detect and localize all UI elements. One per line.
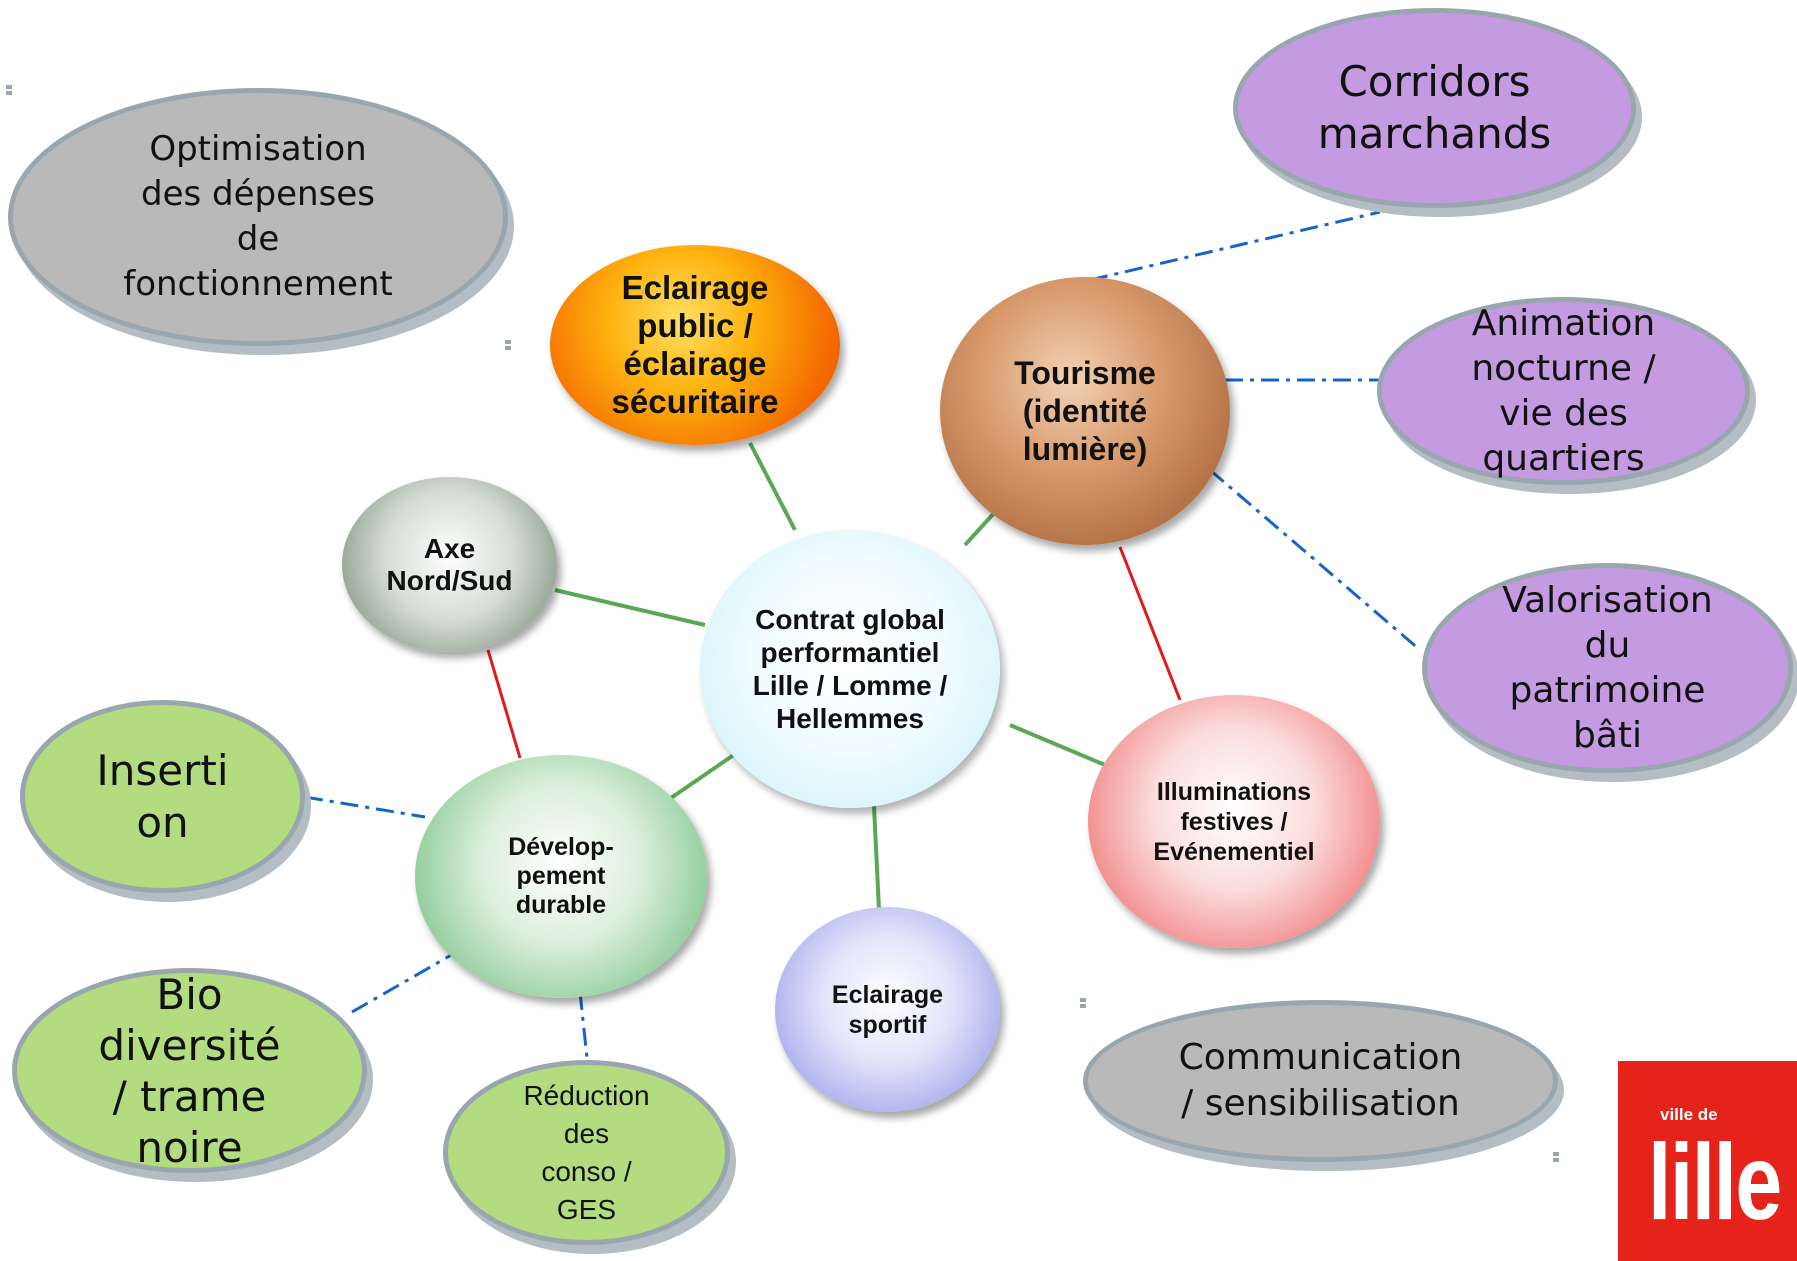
node-corridors: Corridors marchands [1233, 8, 1636, 208]
node-insertion: Inserti on [20, 700, 305, 893]
node-animation: Animation nocturne / vie des quartiers [1377, 297, 1750, 485]
node-communication: Communication / sensibilisation [1083, 1000, 1558, 1162]
node-animation-label: Animation nocturne / vie des quartiers [1471, 303, 1656, 479]
node-eclairage-public-label: Eclairage public / éclairage sécuritaire [611, 269, 779, 420]
node-optimisation: Optimisation des dépenses de fonctionnem… [8, 88, 508, 346]
node-corridors-label: Corridors marchands [1317, 57, 1552, 158]
decor-marker [505, 340, 511, 350]
link-center-axe [554, 588, 706, 627]
node-communication-label: Communication / sensibilisation [1178, 1037, 1463, 1124]
node-reduction-label: Réduction des conso / GES [523, 1079, 650, 1225]
node-axe-label: Axe Nord/Sud [386, 532, 513, 596]
ville-de-lille-logo: ville de lille [1618, 1061, 1797, 1261]
node-developpement: Dévelop- pement durable [415, 755, 707, 998]
node-tourisme: Tourisme (identité lumière) [940, 277, 1230, 545]
link-developpement-insertion [304, 795, 426, 819]
node-biodiversite-label: Bio diversité / trame noire [98, 969, 281, 1172]
link-tourisme-valorisation [1209, 468, 1421, 652]
link-axe-developpement [486, 649, 522, 759]
decor-marker [1553, 1152, 1559, 1162]
node-biodiversite: Bio diversité / trame noire [12, 968, 367, 1173]
node-eclairage-public: Eclairage public / éclairage sécuritaire [550, 245, 840, 445]
node-axe: Axe Nord/Sud [342, 477, 557, 652]
node-optimisation-label: Optimisation des dépenses de fonctionnem… [123, 129, 393, 304]
link-developpement-reduction [578, 991, 589, 1059]
decor-marker [1080, 998, 1086, 1008]
link-center-eclairage [748, 442, 797, 531]
link-center-developpement [666, 750, 740, 802]
link-center-tourisme [963, 510, 997, 547]
node-valorisation: Valorisation du patrimoine bâti [1422, 563, 1793, 773]
link-center-sportif [872, 805, 881, 911]
node-tourisme-label: Tourisme (identité lumière) [1014, 355, 1156, 467]
link-tourisme-corridors [1089, 210, 1381, 282]
node-developpement-label: Dévelop- pement durable [508, 833, 614, 919]
logo-big-text: lille [1648, 1121, 1782, 1242]
link-center-illuminations [1009, 723, 1106, 767]
logo-small-text: ville de [1660, 1105, 1718, 1124]
node-valorisation-label: Valorisation du patrimoine bâti [1502, 580, 1713, 756]
node-illuminations: Illuminations festives / Evénementiel [1088, 695, 1380, 948]
node-sportif: Eclairage sportif [775, 907, 1000, 1112]
node-illuminations-label: Illuminations festives / Evénementiel [1153, 777, 1315, 866]
node-reduction: Réduction des conso / GES [443, 1060, 730, 1245]
node-center: Contrat global performantiel Lille / Lom… [700, 530, 1000, 808]
decor-marker [6, 85, 12, 95]
link-developpement-biodiversite [351, 948, 461, 1014]
node-center-label: Contrat global performantiel Lille / Lom… [752, 604, 948, 734]
node-sportif-label: Eclairage sportif [831, 980, 944, 1039]
node-insertion-label: Inserti on [96, 745, 229, 847]
link-tourisme-illuminations [1118, 546, 1182, 701]
